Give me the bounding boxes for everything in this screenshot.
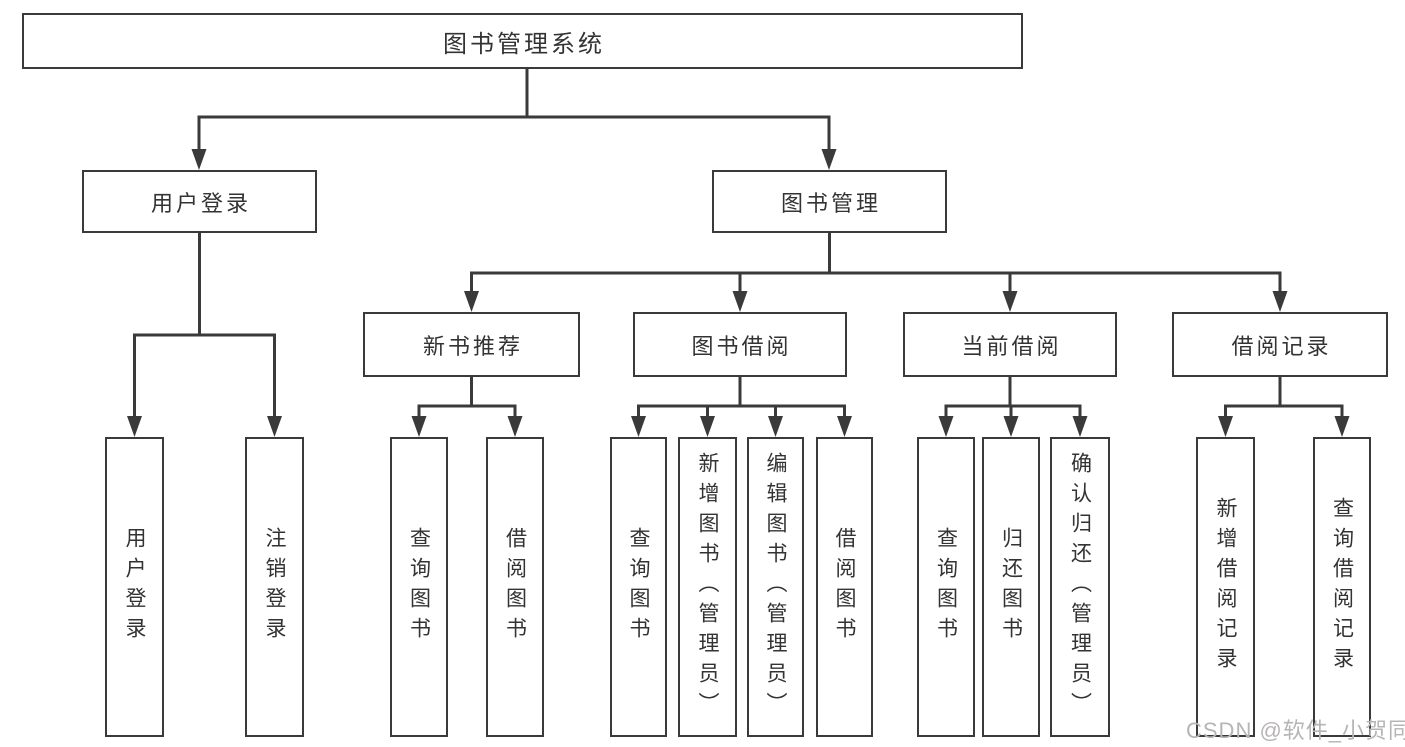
leaf-query-books-recommend: 查询图书 xyxy=(390,437,448,737)
node-library-management-system: 图书管理系统 xyxy=(22,13,1023,69)
leaf-label: 查询借阅记录 xyxy=(1330,497,1354,677)
node-book-borrowing: 图书借阅 xyxy=(633,312,847,377)
leaf-add-borrow-record: 新增借阅记录 xyxy=(1196,437,1255,737)
leaf-label: 注销登录 xyxy=(263,527,286,647)
leaf-label: 新增借阅记录 xyxy=(1214,497,1237,677)
leaf-label: 编辑图书（管理员） xyxy=(764,452,787,722)
leaf-label: 查询图书 xyxy=(934,527,958,647)
leaf-label: 借阅图书 xyxy=(503,527,527,647)
leaf-add-books-admin: 新增图书（管理员） xyxy=(678,437,737,737)
leaf-edit-books-admin: 编辑图书（管理员） xyxy=(747,437,804,737)
leaf-confirm-return-admin: 确认归还（管理员） xyxy=(1050,437,1110,737)
leaf-borrow-books-recommend: 借阅图书 xyxy=(486,437,544,737)
node-label: 图书管理 xyxy=(780,190,881,216)
leaf-borrow-books-borrowing: 借阅图书 xyxy=(816,437,873,737)
node-label: 借阅记录 xyxy=(1231,333,1332,359)
node-current-borrowing: 当前借阅 xyxy=(903,312,1117,377)
leaf-label: 借阅图书 xyxy=(833,527,856,647)
leaf-label: 确认归还（管理员） xyxy=(1068,452,1092,722)
leaf-label: 查询图书 xyxy=(407,527,431,647)
leaf-label: 查询图书 xyxy=(627,527,650,647)
watermark-text: CSDN @软件_小贺同学 xyxy=(1186,718,1405,743)
leaf-label: 用户登录 xyxy=(123,527,146,647)
node-label: 用户登录 xyxy=(150,190,251,216)
leaf-logout-login: 注销登录 xyxy=(245,437,304,737)
node-label: 新书推荐 xyxy=(422,333,523,359)
node-label: 图书管理系统 xyxy=(443,30,605,58)
node-new-book-recommendation: 新书推荐 xyxy=(363,312,580,377)
node-borrowing-records: 借阅记录 xyxy=(1172,312,1388,377)
leaf-query-borrow-record: 查询借阅记录 xyxy=(1313,437,1371,737)
leaf-user-login: 用户登录 xyxy=(105,437,164,737)
node-label: 图书借阅 xyxy=(691,333,792,359)
leaf-return-books: 归还图书 xyxy=(982,437,1040,737)
leaf-query-books-borrowing: 查询图书 xyxy=(610,437,667,737)
node-book-management: 图书管理 xyxy=(712,170,947,233)
node-user-login: 用户登录 xyxy=(82,170,317,233)
node-label: 当前借阅 xyxy=(961,333,1062,359)
leaf-label: 归还图书 xyxy=(999,527,1023,647)
leaf-label: 新增图书（管理员） xyxy=(696,452,719,722)
leaf-query-books-current: 查询图书 xyxy=(917,437,975,737)
